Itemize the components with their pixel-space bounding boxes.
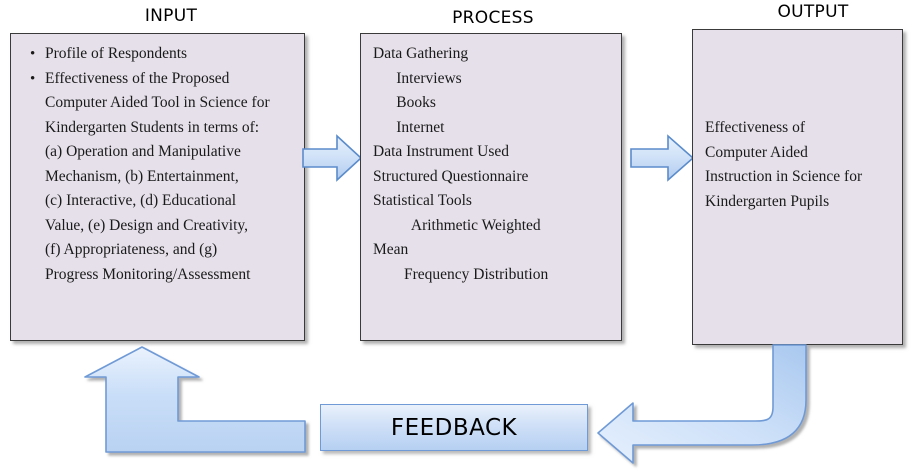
detail-line: (a) Operation and Manipulative xyxy=(45,143,241,160)
output-line: Computer Aided xyxy=(705,143,808,161)
process-line: Frequency Distribution xyxy=(373,265,549,283)
output-line: Instruction in Science for xyxy=(705,168,863,185)
input-box: Profile of Respondents Effectiveness of … xyxy=(10,33,305,341)
header-process: PROCESS xyxy=(452,8,534,28)
output-line: Kindergarten Pupils xyxy=(705,192,830,210)
curved-elbow-left-arrow-icon xyxy=(597,344,807,464)
input-bullet-list: Profile of Respondents Effectiveness of … xyxy=(23,42,294,140)
input-box-content: Profile of Respondents Effectiveness of … xyxy=(11,34,304,295)
process-line: Interviews xyxy=(373,69,462,87)
header-output: OUTPUT xyxy=(777,2,849,22)
process-line: Data Instrument Used xyxy=(373,143,510,160)
header-input: INPUT xyxy=(144,6,198,26)
process-box-content: Data Gathering Interviews Books Internet… xyxy=(361,34,621,295)
list-item: Profile of Respondents xyxy=(30,42,294,67)
output-line: Effectiveness of xyxy=(705,119,805,136)
detail-line: (c) Interactive, (d) Educational xyxy=(45,192,237,209)
process-line: Data Gathering xyxy=(373,45,469,62)
arrow-process-to-output xyxy=(630,132,696,184)
output-box-content: Effectiveness of Computer Aided Instruct… xyxy=(693,30,902,222)
right-arrow-icon xyxy=(302,134,363,182)
detail-line: Mechanism, (b) Entertainment, xyxy=(45,167,239,185)
process-line: Internet xyxy=(373,118,445,136)
process-line: Structured Questionnaire xyxy=(373,167,529,185)
process-line: Statistical Tools xyxy=(373,192,472,209)
detail-line: Value, (e) Design and Creativity, xyxy=(45,216,249,234)
elbow-up-arrow-icon xyxy=(84,346,306,453)
process-line: Mean xyxy=(373,241,409,258)
right-arrow-icon xyxy=(630,134,695,182)
detail-line: Progress Monitoring/Assessment xyxy=(45,265,251,283)
process-box: Data Gathering Interviews Books Internet… xyxy=(360,33,622,341)
input-detail-lines: (a) Operation and Manipulative Mechanism… xyxy=(23,140,294,287)
process-line: Books xyxy=(373,94,436,111)
arrow-input-to-process xyxy=(302,132,364,184)
output-box: Effectiveness of Computer Aided Instruct… xyxy=(692,29,903,345)
feedback-label-box: FEEDBACK xyxy=(320,404,588,451)
detail-line: (f) Appropriateness, and (g) xyxy=(45,241,218,258)
process-line: Arithmetic Weighted xyxy=(373,216,541,234)
feedback-label: FEEDBACK xyxy=(390,414,518,441)
list-item: Effectiveness of the Proposed Computer A… xyxy=(30,67,294,141)
